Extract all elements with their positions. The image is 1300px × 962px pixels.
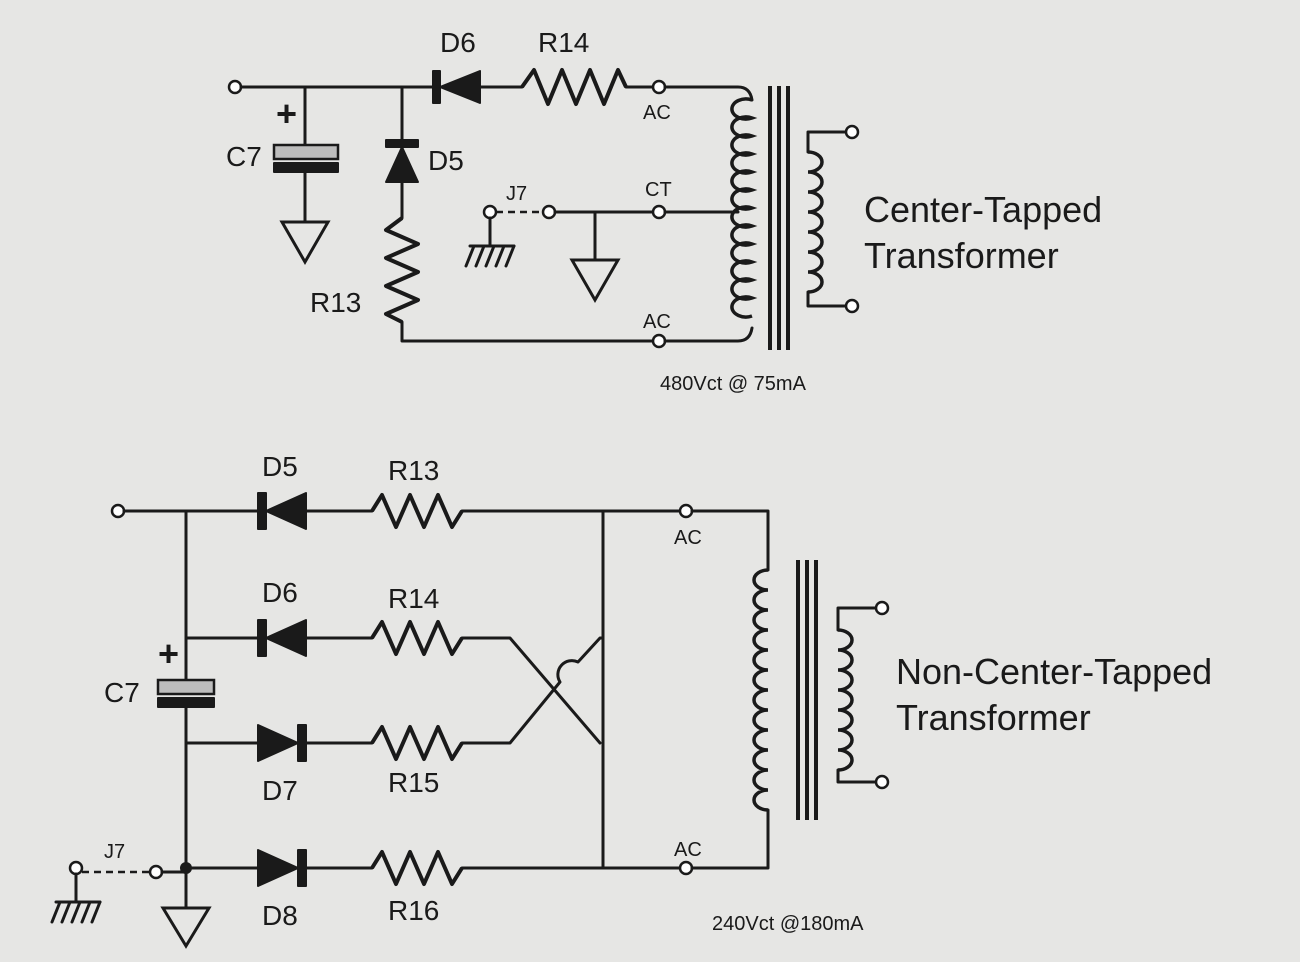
top-c7-label: C7	[226, 141, 262, 172]
top-r13-resistor	[384, 216, 420, 324]
top-ac-label-upper: AC	[643, 102, 671, 124]
bottom-r13-label: R13	[388, 455, 439, 486]
bottom-title-line1: Non-Center-Tapped	[896, 651, 1212, 692]
top-circuit: + C7 D6 R14 AC D5 R13 AC	[226, 27, 1102, 395]
bottom-d8-diode	[257, 849, 307, 887]
bottom-c7-capacitor	[156, 678, 216, 910]
top-d5-label: D5	[428, 145, 464, 176]
bottom-rating: 240Vct @180mA	[712, 913, 864, 935]
bottom-c7-plus: +	[158, 633, 179, 674]
top-transformer-icon	[730, 86, 860, 350]
bottom-r14-label: R14	[388, 583, 439, 614]
bottom-ac-label-lower: AC	[674, 839, 702, 861]
bottom-r16-label: R16	[388, 895, 439, 926]
bottom-ac-terminal-upper[interactable]	[678, 503, 694, 519]
top-ct-terminal[interactable]	[651, 204, 667, 220]
bottom-chassis-ground-icon	[50, 872, 102, 924]
bottom-d5-diode	[257, 492, 307, 530]
bottom-output-terminal[interactable]	[110, 503, 126, 519]
bottom-d7-label: D7	[262, 775, 298, 806]
bottom-ac-label-upper: AC	[674, 527, 702, 549]
bottom-r16-resistor	[370, 850, 464, 886]
top-ac-terminal-lower[interactable]	[651, 333, 667, 349]
top-rating: 480Vct @ 75mA	[660, 373, 807, 395]
bottom-ac-terminal-lower[interactable]	[678, 860, 694, 876]
top-chassis-ground-icon	[464, 216, 516, 268]
top-d6-diode	[432, 70, 524, 104]
bottom-d6-diode	[257, 619, 307, 657]
top-r14-label: R14	[538, 27, 589, 58]
top-c7-ground-icon	[279, 220, 331, 266]
bottom-j7-terminal[interactable]	[68, 860, 84, 876]
bottom-j7-label: J7	[104, 841, 125, 863]
bottom-d8-label: D8	[262, 900, 298, 931]
bottom-crossover-wire-a	[460, 636, 602, 745]
top-ct-ground-icon	[569, 258, 621, 304]
bottom-circuit: D5 R13 AC D6 R14 + C7 D7	[50, 451, 1212, 949]
bottom-r14-resistor	[370, 620, 464, 656]
top-ac-label-lower: AC	[643, 311, 671, 333]
top-ac-terminal-upper[interactable]	[651, 79, 667, 95]
bottom-c7-label: C7	[104, 677, 140, 708]
top-j7-label: J7	[506, 183, 527, 205]
bottom-d7-diode	[257, 724, 307, 762]
top-ct-label: CT	[645, 179, 672, 201]
top-d6-label: D6	[440, 27, 476, 58]
top-title-line1: Center-Tapped	[864, 189, 1102, 230]
bottom-r15-resistor	[370, 725, 464, 761]
top-r14-resistor	[520, 68, 628, 106]
bottom-d6-label: D6	[262, 577, 298, 608]
bottom-crossover-wire-b	[460, 636, 605, 745]
top-output-terminal[interactable]	[227, 79, 243, 95]
bottom-r13-resistor	[370, 493, 464, 529]
bottom-transformer-icon	[752, 560, 890, 820]
bottom-r15-label: R15	[388, 767, 439, 798]
top-j7-terminal[interactable]	[482, 204, 498, 220]
bottom-title-line2: Transformer	[896, 697, 1091, 738]
top-c7-capacitor	[272, 85, 340, 266]
bottom-ground-icon	[160, 906, 212, 949]
top-title-line2: Transformer	[864, 235, 1059, 276]
top-d5-diode	[385, 85, 419, 220]
bottom-d5-label: D5	[262, 451, 298, 482]
top-r13-label: R13	[310, 287, 361, 318]
top-c7-plus: +	[276, 93, 297, 134]
